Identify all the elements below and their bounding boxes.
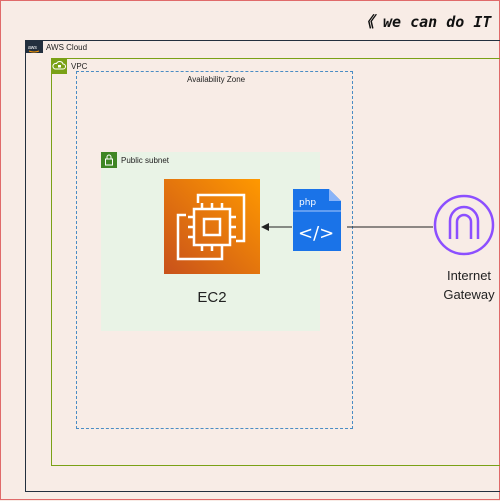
availability-zone-label: Availability Zone xyxy=(187,75,246,84)
availability-zone-group xyxy=(76,71,353,429)
vpc-label: VPC xyxy=(71,62,88,71)
banner-text: 《 we can do IT xyxy=(359,13,492,31)
internet-gateway-icon[interactable] xyxy=(433,194,495,256)
gateway-line-2: Gateway xyxy=(443,287,495,302)
public-subnet-label: Public subnet xyxy=(121,156,170,165)
php-text: php xyxy=(299,198,316,208)
code-symbol: </> xyxy=(298,223,334,244)
ec2-chip-icon[interactable] xyxy=(164,179,260,274)
aws-cloud-label: AWS Cloud xyxy=(46,43,88,52)
aws-logo-icon: aws xyxy=(26,41,43,53)
internet-gateway-label: Internet Gateway xyxy=(429,266,500,304)
gateway-line-1: Internet xyxy=(446,268,492,283)
vpc-group xyxy=(51,58,500,466)
svg-text:aws: aws xyxy=(28,45,37,51)
aws-cloud-group xyxy=(25,40,500,492)
lock-icon xyxy=(101,152,117,168)
php-file-icon[interactable]: php </> xyxy=(293,189,341,251)
vpc-cloud-icon xyxy=(51,58,67,74)
ec2-label: EC2 xyxy=(197,289,227,306)
